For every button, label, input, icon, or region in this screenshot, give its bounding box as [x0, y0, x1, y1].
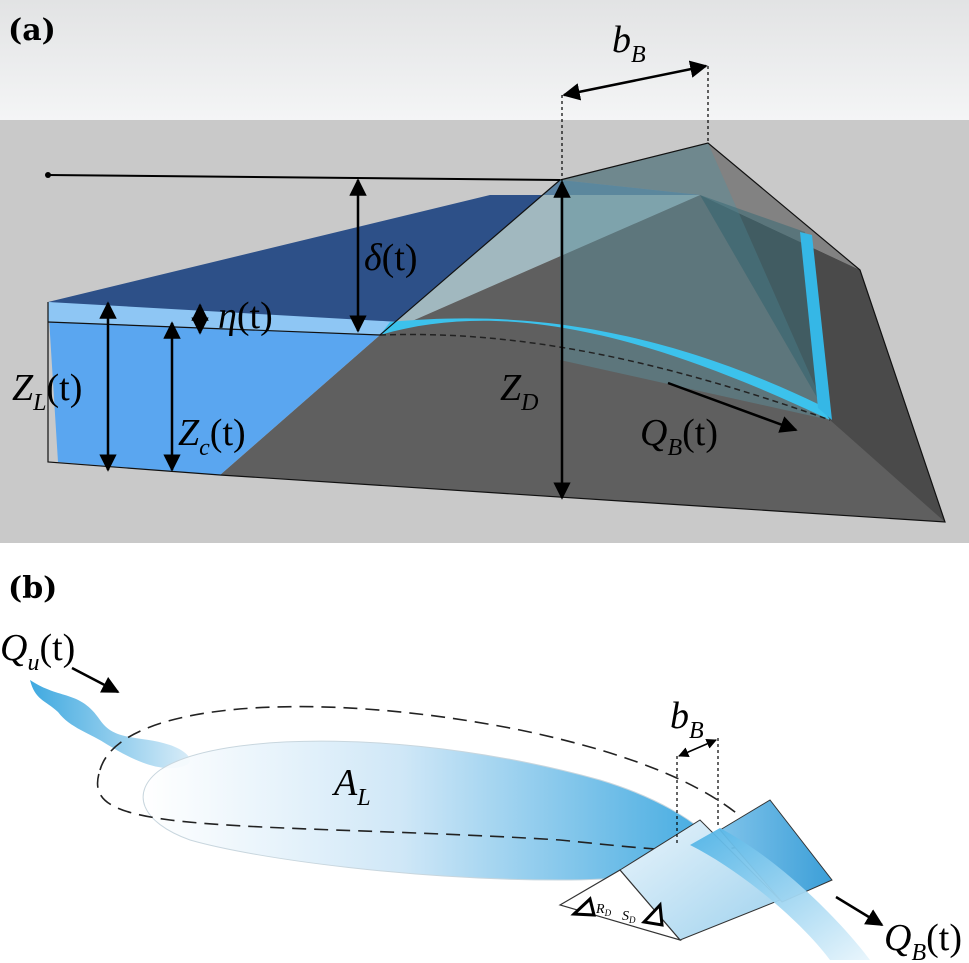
- bb-arrow: [562, 60, 708, 101]
- breach-bottom-dashed: [379, 333, 831, 421]
- bb-label-b: bB: [670, 695, 704, 744]
- reference-dot: [45, 172, 51, 178]
- lake-area: [142, 740, 721, 881]
- panel-a-sky: [0, 0, 969, 120]
- lake-outline: [47, 302, 221, 476]
- panel-a-label: (a): [8, 13, 56, 48]
- zd-label: ZD: [500, 367, 538, 416]
- lake-front-face: [48, 302, 380, 475]
- reference-line: [47, 174, 561, 181]
- zl-label: ZL(t): [12, 367, 82, 416]
- rd-triangle: [570, 896, 596, 917]
- zc-label: Zc(t): [178, 412, 246, 461]
- rd-label: RD: [595, 902, 612, 918]
- sd-label: SD: [622, 909, 636, 925]
- dam-outline: [219, 142, 946, 523]
- qu-arrow: [71, 666, 120, 694]
- breach-face-mid: [560, 143, 830, 420]
- crest-edge: [379, 179, 561, 336]
- eta-label: η(t): [218, 295, 273, 337]
- bb-b-arrow: [678, 738, 717, 758]
- al-label: AL: [331, 762, 371, 811]
- outflow-stream: [690, 828, 870, 960]
- qb-label-a: QB(t): [640, 412, 718, 461]
- qu-label: Qu(t): [0, 627, 75, 676]
- panel-b: (b) RD SD bB Qu(t): [0, 571, 962, 963]
- sd-triangle: [640, 901, 664, 927]
- qb-arrow-a: [667, 381, 798, 433]
- breach-face-right: [700, 195, 830, 420]
- qb-arrow-b: [835, 895, 884, 927]
- bb-label-a: bB: [612, 19, 646, 68]
- panel-b-label: (b): [8, 571, 57, 606]
- inflow-stream: [30, 680, 190, 769]
- qb-label-b: QB(t): [884, 917, 962, 963]
- panel-a: bB δ(t) η(t) ZL(t) Zc(t) ZD QB(t): [0, 0, 969, 543]
- breach-side-water: [800, 232, 832, 420]
- lake-surface: [48, 180, 700, 335]
- lake-top-strip: [48, 302, 400, 335]
- delta-label: δ(t): [364, 237, 418, 279]
